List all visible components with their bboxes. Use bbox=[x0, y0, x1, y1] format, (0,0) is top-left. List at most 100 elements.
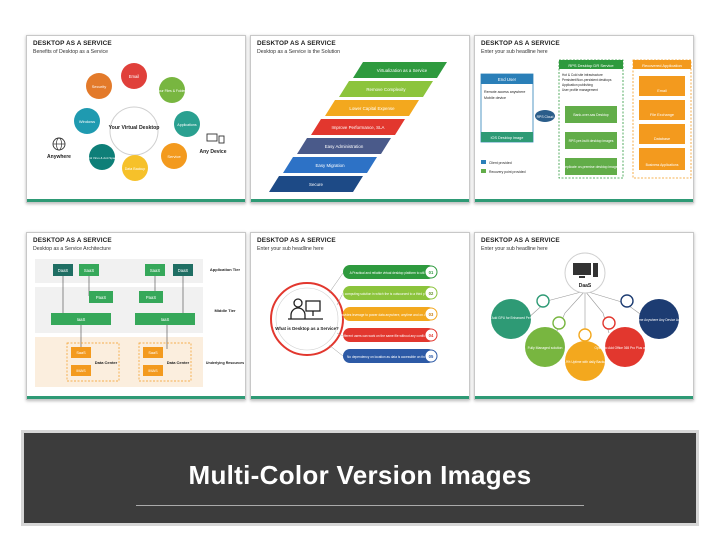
step-bar bbox=[311, 119, 405, 135]
service-item: Application publishing bbox=[562, 83, 593, 87]
item-number: 01 bbox=[429, 270, 434, 275]
slide-title: DESKTOP AS A SERVICE bbox=[33, 237, 112, 244]
devices-icon bbox=[620, 294, 634, 308]
daas-hub-diagram: DaaS Option to Add GPU for Enhanced Perf… bbox=[478, 252, 687, 381]
gpu-icon bbox=[536, 294, 550, 308]
bullet: Mobile device bbox=[484, 96, 506, 100]
arch-box-label: SaaS bbox=[148, 351, 158, 355]
petal-label: Service bbox=[167, 154, 181, 159]
dr-service-diagram: End User Remote access anywhere Mobile d… bbox=[480, 59, 692, 179]
green-box-label: Replicate on-premise desktop images bbox=[563, 165, 620, 169]
slide-title: DESKTOP AS A SERVICE bbox=[33, 40, 112, 47]
architecture-diagram: DaaS SaaS SaaS DaaS PaaS PaaS IaaS IaaS … bbox=[35, 259, 244, 387]
step-label: Remove Complexity bbox=[366, 87, 406, 92]
slide-thumbnail-daas-hub[interactable]: DESKTOP AS A SERVICE Enter your sub head… bbox=[474, 232, 694, 400]
anywhere-label: Anywhere bbox=[47, 154, 71, 160]
item-label: Provides leverage to power data anywhere… bbox=[339, 313, 439, 317]
what-is-diagram: What is Desktop as a Service? A Practica… bbox=[270, 265, 443, 363]
step-bar bbox=[339, 81, 433, 97]
node-label: Option to Add Office 365 Pro Plus availa… bbox=[594, 346, 655, 350]
slide-accent-bar bbox=[251, 396, 469, 399]
step-label: Lower Capital Expense bbox=[349, 106, 395, 111]
petal-applications bbox=[174, 111, 200, 137]
office-icon bbox=[602, 316, 616, 330]
data-center-label: Data Center bbox=[167, 360, 190, 365]
arch-box-label: PaaS bbox=[146, 295, 156, 300]
node-label: Anytime Anywhere Any Device Access bbox=[632, 318, 687, 322]
legend-label: Recovery point provided bbox=[489, 170, 526, 174]
recovered-title: Recovered Application bbox=[642, 63, 682, 68]
tier-label: Middle Tier bbox=[214, 308, 235, 313]
slide-accent-bar bbox=[251, 199, 469, 202]
arch-box-label: IaaS bbox=[161, 317, 170, 322]
petal-backup bbox=[122, 155, 148, 181]
tier-label: Application Tier bbox=[210, 267, 241, 272]
petal-label: Anti Virus & Anti Spam bbox=[87, 156, 118, 160]
banner-title: Multi-Color Version Images bbox=[188, 460, 532, 490]
slide-subtitle: Enter your sub headline here bbox=[481, 246, 548, 252]
center-label: Your Virtual Desktop bbox=[109, 125, 160, 131]
petal-email bbox=[121, 63, 147, 89]
node-label: Option to Add GPU for Enhanced Performan… bbox=[478, 316, 544, 320]
arch-box-label: IaaS bbox=[77, 317, 86, 322]
step-bar bbox=[269, 176, 363, 192]
step-label: Easy Migration bbox=[315, 163, 345, 168]
petal-label: Email bbox=[129, 74, 140, 79]
step-label: Virtualization as a Service bbox=[377, 68, 428, 73]
step-label: Easy Administration bbox=[325, 144, 364, 149]
recovered-label: Database bbox=[654, 137, 670, 141]
slide-thumbnail-dr-service[interactable]: DESKTOP AS A SERVICE Enter your sub head… bbox=[474, 35, 694, 203]
slide-subtitle: Enter your sub headline here bbox=[257, 246, 324, 252]
end-user-title: End User bbox=[498, 77, 517, 82]
tier-label: Underlying Resources bbox=[206, 361, 244, 365]
recovered-label: Business Applications bbox=[646, 163, 679, 167]
slide-title: DESKTOP AS A SERVICE bbox=[257, 237, 336, 244]
item-number: 04 bbox=[429, 333, 434, 338]
slide-subtitle: Benefits of Desktop as a Service bbox=[33, 49, 108, 55]
petal-label: Applications bbox=[177, 123, 197, 127]
slide-accent-bar bbox=[27, 396, 245, 399]
center-circle bbox=[109, 106, 159, 156]
petal-windows bbox=[74, 108, 100, 134]
slide-thumbnail-solution[interactable]: DESKTOP AS A SERVICE Desktop as a Servic… bbox=[250, 35, 470, 203]
arch-box-label: IMAS bbox=[148, 369, 158, 373]
green-box-label: RPS pre-built desktop images bbox=[569, 139, 614, 143]
service-item: User profile management bbox=[562, 88, 598, 92]
banner-divider bbox=[136, 505, 584, 506]
item-number: 03 bbox=[429, 312, 434, 317]
center-circle-label: What is Desktop as a Service? bbox=[275, 326, 339, 331]
desktop-icon bbox=[573, 263, 598, 278]
petal-label: Data Backup bbox=[125, 167, 146, 171]
slide-title: DESKTOP AS A SERVICE bbox=[481, 237, 560, 244]
item-label: Different users can work on the same fil… bbox=[341, 334, 437, 338]
step-label: Improve Performance, SLA bbox=[332, 125, 385, 130]
item-label: Cloud computing solution in which the is… bbox=[335, 292, 443, 296]
slide-title: DESKTOP AS A SERVICE bbox=[257, 40, 336, 47]
item-number: 05 bbox=[429, 354, 434, 359]
arch-box-label: PaaS bbox=[96, 295, 106, 300]
petal-antivirus bbox=[89, 144, 115, 170]
petal-label: Your Files & Folders bbox=[157, 89, 188, 93]
slide-thumbnail-what-is[interactable]: DESKTOP AS A SERVICE Enter your sub head… bbox=[250, 232, 470, 400]
arch-box-label: IMAS bbox=[76, 369, 86, 373]
petal-service bbox=[161, 143, 187, 169]
arch-box-label: DaaS bbox=[58, 268, 69, 273]
slide-accent-bar bbox=[475, 396, 693, 399]
node-label: 99.9% Uptime with daily Backups bbox=[561, 360, 609, 364]
petal-label: Windows bbox=[79, 119, 95, 124]
step-label: Secure bbox=[309, 182, 323, 187]
petal-security bbox=[86, 73, 112, 99]
service-title: RPS Desktop DR Service bbox=[568, 63, 614, 68]
version-banner: Multi-Color Version Images bbox=[21, 430, 699, 526]
slide-subtitle: Enter your sub headline here bbox=[481, 49, 548, 55]
cloud-label: RPS Cloud bbox=[537, 115, 554, 119]
slide-title: DESKTOP AS A SERVICE bbox=[481, 40, 560, 47]
item-label: A Practical and reliable virtual desktop… bbox=[350, 271, 429, 275]
gear-icon bbox=[552, 316, 566, 330]
item-number: 02 bbox=[429, 291, 434, 296]
slide-thumbnail-architecture[interactable]: DESKTOP AS A SERVICE Desktop as a Servic… bbox=[26, 232, 246, 400]
cloud-icon bbox=[535, 110, 555, 122]
step-bar bbox=[353, 62, 447, 78]
slide-thumbnail-benefits[interactable]: DESKTOP AS A SERVICE Benefits of Desktop… bbox=[26, 35, 246, 203]
